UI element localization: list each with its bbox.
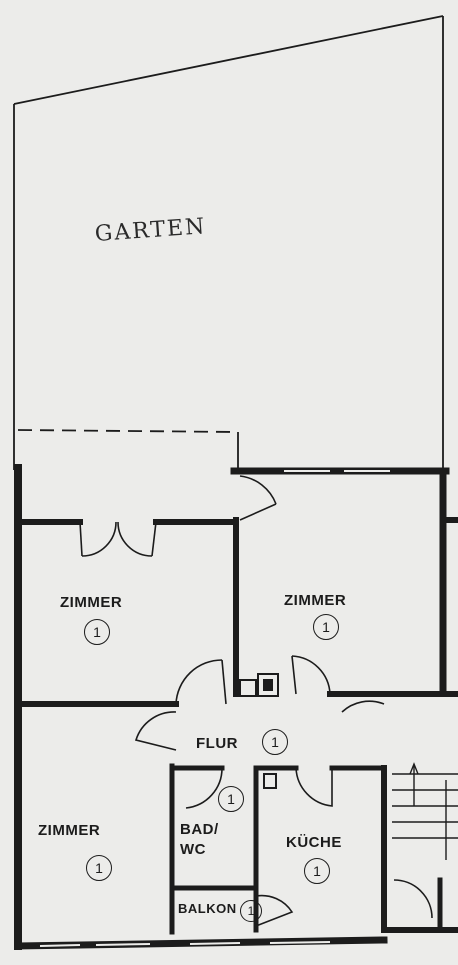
- room-label-kueche: KÜCHE: [286, 834, 342, 851]
- room-label-zimmer-ne: ZIMMER: [284, 592, 347, 609]
- room-number-bad-wc: 1: [218, 786, 244, 812]
- room-number-flur: 1: [262, 729, 288, 755]
- room-label-flur: FLUR: [196, 735, 238, 752]
- room-label-zimmer-sw: ZIMMER: [38, 822, 101, 839]
- room-number-zimmer-nw: 1: [84, 619, 110, 645]
- garden-outline: [13, 15, 444, 470]
- room-label-balkon: BALKON: [178, 901, 237, 916]
- room-label-bad-wc: BAD/ WC: [180, 821, 219, 858]
- room-label-zimmer-nw: ZIMMER: [60, 594, 123, 611]
- shaft: [239, 673, 279, 789]
- walls: [14, 464, 458, 950]
- room-number-zimmer-sw: 1: [86, 855, 112, 881]
- room-number-kueche: 1: [304, 858, 330, 884]
- windows: [39, 470, 390, 947]
- staircase: [392, 762, 458, 860]
- room-number-zimmer-ne: 1: [313, 614, 339, 640]
- doors: [79, 475, 433, 927]
- room-number-balkon: 1: [240, 900, 262, 922]
